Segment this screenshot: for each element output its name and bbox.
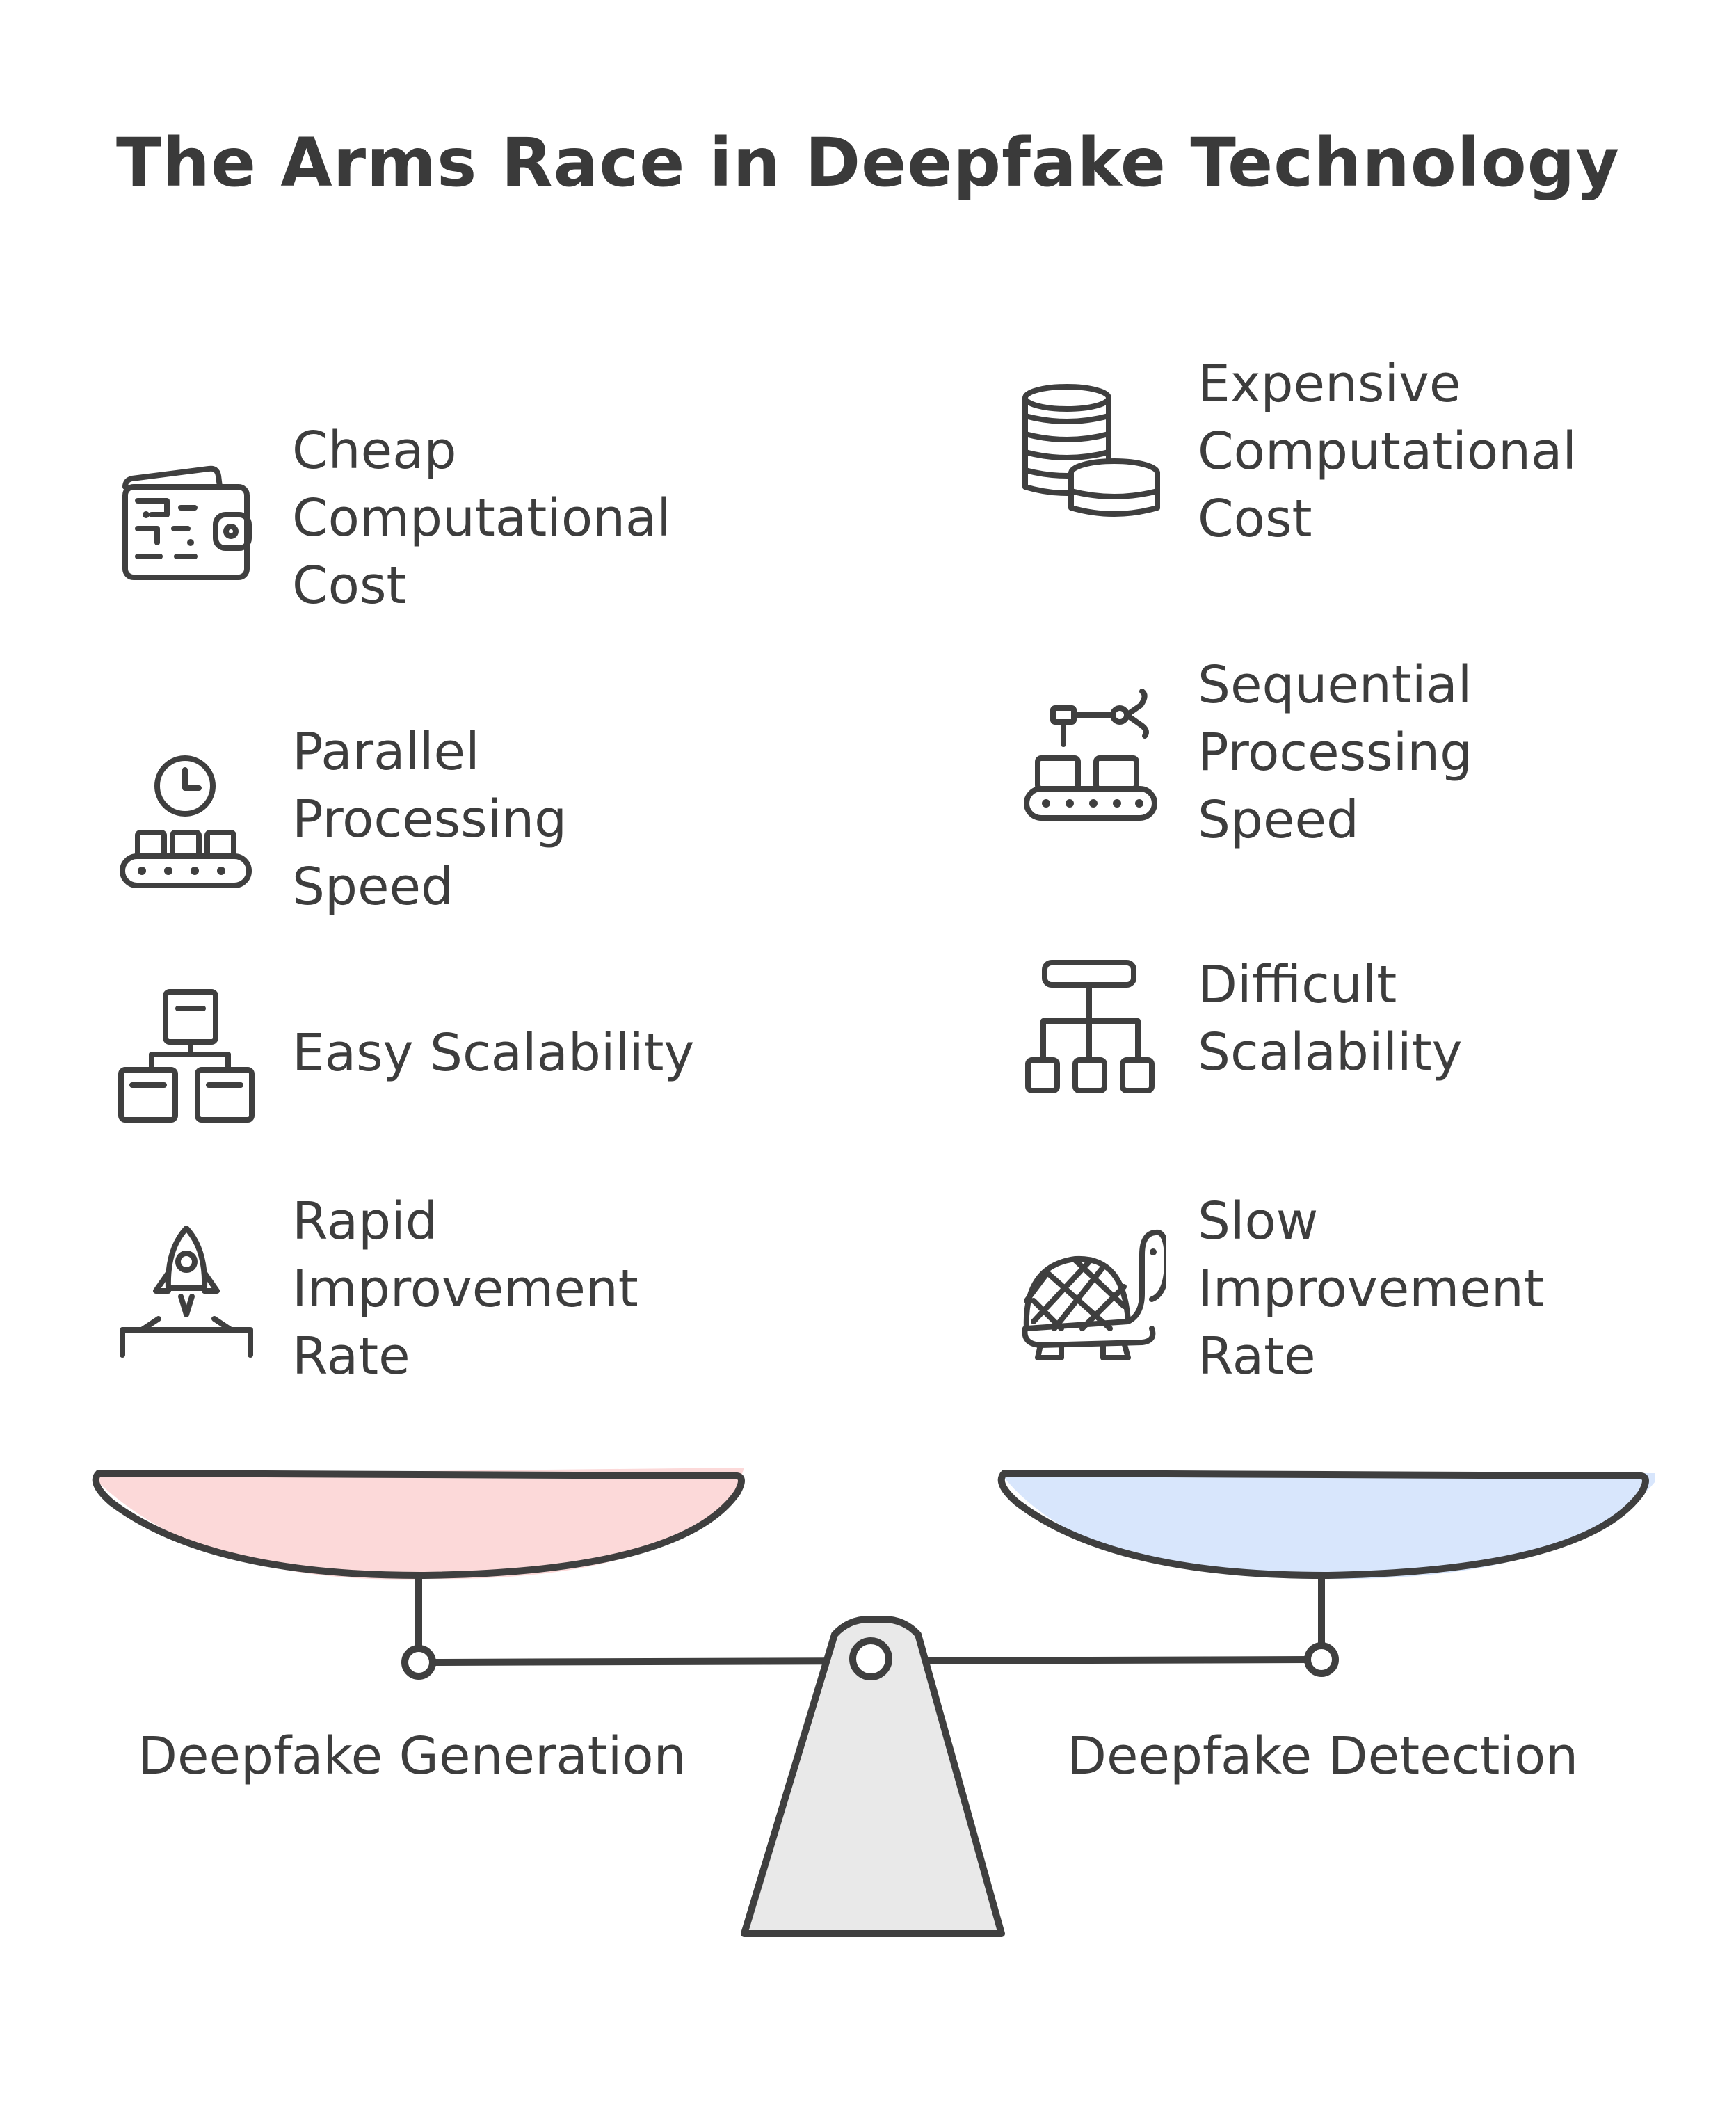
item-line: Difficult (1198, 955, 1397, 1015)
detection-item-scalability: Difficult Scalability (1198, 951, 1462, 1086)
item-line: Easy Scalability (292, 1023, 695, 1083)
generation-label: Deepfake Generation (138, 1726, 686, 1786)
generation-item-cost: Cheap Computational Cost (292, 417, 671, 620)
item-line: Rapid (292, 1191, 438, 1251)
detection-item-speed: Sequential Processing Speed (1198, 652, 1472, 854)
turtle-icon (1020, 1224, 1166, 1363)
generation-item-improvement: Rapid Improvement Rate (292, 1188, 638, 1390)
balance-scale (0, 1433, 1736, 1961)
coin-stack-icon (1022, 383, 1162, 522)
item-line: Improvement (292, 1259, 638, 1319)
item-line: Scalability (1198, 1022, 1463, 1082)
item-line: Computational (292, 488, 671, 548)
item-line: Rate (292, 1326, 410, 1386)
clock-conveyor-icon (118, 755, 257, 894)
item-line: Cost (1198, 489, 1312, 549)
detection-label: Deepfake Detection (1067, 1726, 1579, 1786)
item-line: Cost (292, 556, 407, 616)
fulcrum (741, 1616, 1005, 1937)
generation-pan (92, 1470, 745, 1580)
item-line: Speed (292, 857, 453, 917)
detection-item-improvement: Slow Improvement Rate (1198, 1188, 1544, 1390)
wallet-icon (118, 459, 257, 591)
scalable-boxes-icon (117, 988, 256, 1127)
item-line: Processing (292, 789, 568, 849)
item-line: Improvement (1198, 1259, 1544, 1319)
page-title: The Arms Race in Deepfake Technology (116, 124, 1620, 202)
generation-item-speed: Parallel Processing Speed (292, 718, 567, 921)
robot-arm-conveyor-icon (1022, 689, 1162, 828)
item-line: Parallel (292, 722, 480, 782)
item-line: Rate (1198, 1326, 1316, 1386)
detection-pan (997, 1470, 1649, 1580)
detection-pan-fill (1002, 1473, 1655, 1580)
item-line: Expensive (1198, 354, 1461, 414)
generation-item-scalability: Easy Scalability (292, 1020, 694, 1087)
item-line: Cheap (292, 421, 457, 481)
item-line: Speed (1198, 790, 1359, 850)
item-line: Processing (1198, 723, 1473, 782)
item-line: Slow (1198, 1191, 1319, 1251)
rocket-launch-icon (117, 1224, 256, 1363)
generation-pan-fill (97, 1468, 744, 1580)
hierarchy-icon (1022, 958, 1162, 1098)
detection-item-cost: Expensive Computational Cost (1198, 351, 1577, 553)
item-line: Computational (1198, 421, 1577, 481)
item-line: Sequential (1198, 655, 1472, 715)
